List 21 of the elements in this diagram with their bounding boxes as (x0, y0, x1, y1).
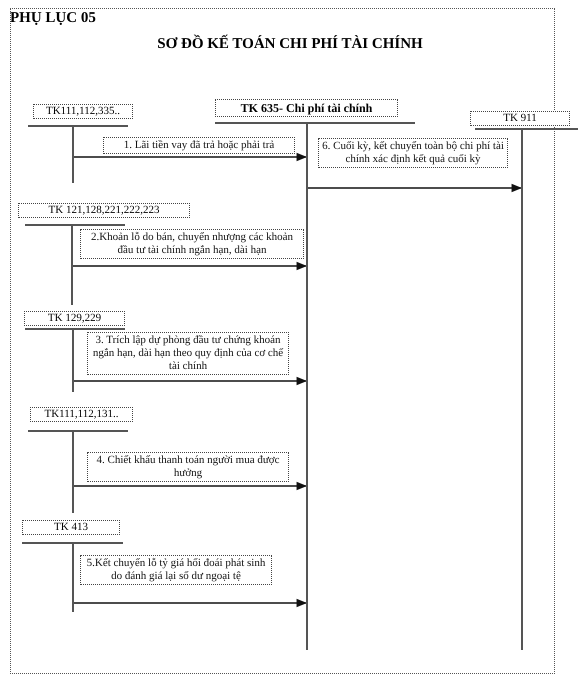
edge-label: 2.Khoản lỗ do bán, chuyển nhượng các khoản đầu tư tài chính ngắn hạn, dài hạn (80, 229, 304, 259)
account-title: TK 911 (470, 111, 570, 126)
arrow (74, 482, 308, 490)
appendix-label: PHỤ LỤC 05 (10, 10, 96, 27)
account-title: TK 121,128,221,222,223 (18, 203, 190, 218)
account-title: TK 635- Chi phí tài chính (215, 99, 398, 117)
arrow (74, 152, 308, 162)
edge-label: 3. Trích lập dự phòng đầu tư chứng khoán ngắn hạn, dài hạn theo quy định của cơ chế tài chính (87, 332, 289, 375)
account-title: TK111,112,131.. (30, 407, 133, 422)
account-title: TK 129,229 (24, 311, 125, 326)
account-title: TK111,112,335.. (33, 104, 133, 119)
edge-label: 6. Cuối kỳ, kết chuyển toàn bộ chi phí tài chính xác định kết quả cuối kỳ (318, 138, 508, 168)
arrow (308, 184, 522, 192)
edge-label: 5.Kết chuyển lỗ tỷ giá hối đoái phát sinh do đánh giá lại số dư ngoại tệ (80, 555, 272, 585)
account-title: TK 413 (22, 520, 120, 535)
diagram-title: SƠ ĐỒ KẾ TOÁN CHI PHÍ TÀI CHÍNH (156, 36, 424, 53)
arrow (74, 376, 308, 386)
arrow (74, 598, 308, 608)
edge-label: 4. Chiết khấu thanh toán người mua được hưởng (87, 452, 289, 482)
edge-label: 1. Lãi tiền vay đã trả hoặc phải trả (103, 137, 295, 154)
arrow (73, 262, 308, 270)
